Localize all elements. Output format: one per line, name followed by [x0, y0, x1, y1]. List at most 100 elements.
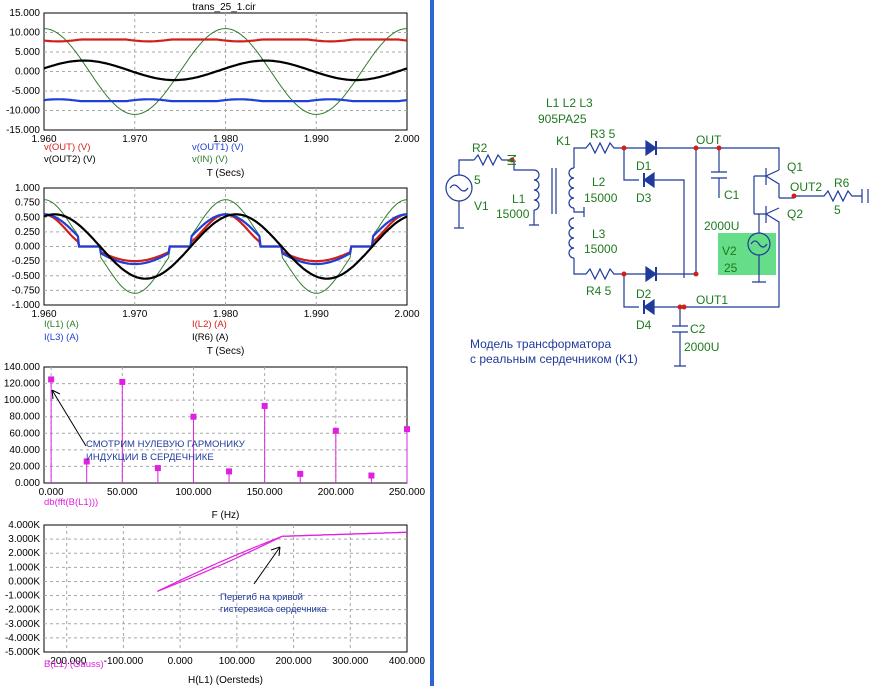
label-l3-val: 15000 [584, 242, 618, 256]
label-out: OUT [696, 133, 722, 147]
schematic-svg: L1 L2 L3 905PA25 K1 R2 5 IN V1 L1 15000 … [445, 96, 869, 367]
label-v1: V1 [474, 199, 489, 213]
label-c2: C2 [690, 322, 706, 336]
spectrum-marker [119, 378, 126, 385]
x-tick-label: 2.000 [394, 134, 419, 145]
y-tick-label: -5.000 [12, 86, 41, 97]
y-tick-label: -0.750 [12, 285, 41, 296]
y-tick-label: -1.000K [5, 591, 40, 602]
x-tick-label: 1.960 [31, 309, 56, 320]
label-out2: OUT2 [790, 180, 822, 194]
schematic-wires [445, 139, 869, 367]
splitter-bar[interactable] [430, 0, 434, 686]
spectrum-marker [226, 468, 233, 475]
x-axis-label: T (Secs) [207, 346, 245, 357]
y-tick-label: -1.000 [12, 300, 41, 311]
label-l3: L3 [592, 227, 606, 241]
y-tick-label: -0.250 [12, 256, 41, 267]
y-tick-label: -2.000K [5, 605, 40, 616]
spectrum-marker [83, 458, 90, 465]
schematic-labels: L1 L2 L3 905PA25 K1 R2 5 IN V1 L1 15000 … [472, 96, 850, 354]
y-tick-label: -10.000 [6, 106, 40, 117]
y-tick-label: 0.000 [15, 67, 40, 78]
y-tick-label: 0.500 [15, 212, 40, 223]
series-line [43, 199, 408, 294]
x-tick-label: 200.000 [275, 656, 312, 667]
annotation-line2: гистерезиса сердечника [220, 604, 327, 615]
label-c1-val: 2000U [704, 219, 739, 233]
x-tick-label: 100.000 [175, 487, 212, 498]
window-title: trans_25_1.cir [192, 2, 256, 13]
y-tick-label: -3.000K [5, 619, 40, 630]
legend-entry: v(IN) (V) [192, 154, 228, 165]
label-r2-val: 5 [474, 173, 481, 187]
voltage-plot[interactable]: 15.00010.0005.0000.000-5.000-10.000-15.0… [6, 8, 420, 179]
annotation-arrow [253, 546, 281, 585]
y-tick-label: 80.000 [9, 412, 40, 423]
spectrum-marker [297, 470, 304, 477]
v2-highlight [718, 233, 776, 275]
x-tick-label: 1.980 [213, 134, 238, 145]
x-tick-label: 0.000 [39, 487, 64, 498]
y-tick-label: 4.000K [8, 520, 40, 531]
legend-entry: I(L1) (A) [44, 319, 79, 330]
annotation-line2: ИНДУКЦИИ В СЕРДЕЧНИКЕ [86, 452, 214, 463]
label-out1: OUT1 [696, 293, 728, 307]
legend-entry: I(L2) (A) [192, 319, 227, 330]
plot-frame [43, 524, 408, 653]
spectrum-marker [368, 472, 375, 479]
label-l2: L2 [592, 175, 606, 189]
series-line [43, 213, 408, 280]
label-l1: L1 [512, 192, 526, 206]
label-q2: Q2 [787, 207, 803, 221]
y-tick-label: -5.000K [5, 647, 40, 658]
y-tick-label: 120.000 [4, 379, 41, 390]
hysteresis-plot[interactable]: 4.000K3.000K2.000K1.000K0.000K-1.000K-2.… [5, 520, 426, 686]
label-r6: R6 [834, 176, 850, 190]
legend-entry: v(OUT2) (V) [44, 154, 96, 165]
junction-dots [509, 145, 797, 310]
schematic-panel: L1 L2 L3 905PA25 K1 R2 5 IN V1 L1 15000 … [434, 0, 879, 686]
label-r2: R2 [472, 141, 488, 155]
x-tick-label: 200.000 [318, 487, 355, 498]
y-tick-label: 3.000K [8, 534, 40, 545]
x-tick-label: 1.980 [213, 309, 238, 320]
spectrum-marker [261, 402, 268, 409]
spectrum-marker [154, 465, 161, 472]
x-tick-label: 250.000 [389, 487, 426, 498]
current-plot[interactable]: 1.0000.7500.5000.2500.000-0.250-0.500-0.… [12, 183, 420, 357]
y-tick-label: -4.000K [5, 633, 40, 644]
label-k1: K1 [556, 134, 571, 148]
spectrum-marker [332, 427, 339, 434]
caption-line1: Модель трансформатора [470, 337, 611, 351]
x-tick-label: 1.960 [31, 134, 56, 145]
x-tick-label: 2.000 [394, 309, 419, 320]
y-tick-label: 0.000 [15, 478, 40, 489]
y-tick-label: 5.000 [15, 47, 40, 58]
x-tick-label: 100.000 [219, 656, 256, 667]
label-q1: Q1 [787, 160, 803, 174]
label-in: IN [505, 154, 519, 166]
x-tick-label: 1.990 [304, 309, 329, 320]
series-line [43, 213, 408, 266]
annotation-line1: СМОТРИМ НУЛЕВУЮ ГАРМОНИКУ [86, 439, 246, 450]
caption-line2: с реальным сердечником (K1) [470, 352, 638, 366]
series-line [44, 28, 407, 115]
label-d2: D2 [636, 287, 652, 301]
series-line [43, 38, 408, 43]
y-tick-label: -15.000 [6, 125, 40, 136]
y-tick-label: 140.000 [4, 362, 41, 373]
y-tick-label: 60.000 [9, 428, 40, 439]
legend-entry: B(L1) (Gauss) [44, 659, 104, 670]
x-tick-label: -200.000 [47, 656, 87, 667]
x-tick-label: 1.990 [304, 134, 329, 145]
spectrum-marker [48, 376, 55, 383]
label-l2-val: 15000 [584, 191, 618, 205]
plot-frame [43, 366, 408, 484]
y-tick-label: 2.000K [8, 548, 40, 559]
legend-entry: I(R6) (A) [192, 332, 228, 343]
label-v2-val: 25 [724, 261, 738, 275]
spectrum-plot[interactable]: 140.000120.000100.00080.00060.00040.0002… [4, 362, 426, 521]
x-tick-label: -100.000 [104, 656, 144, 667]
label-d4: D4 [636, 318, 652, 332]
